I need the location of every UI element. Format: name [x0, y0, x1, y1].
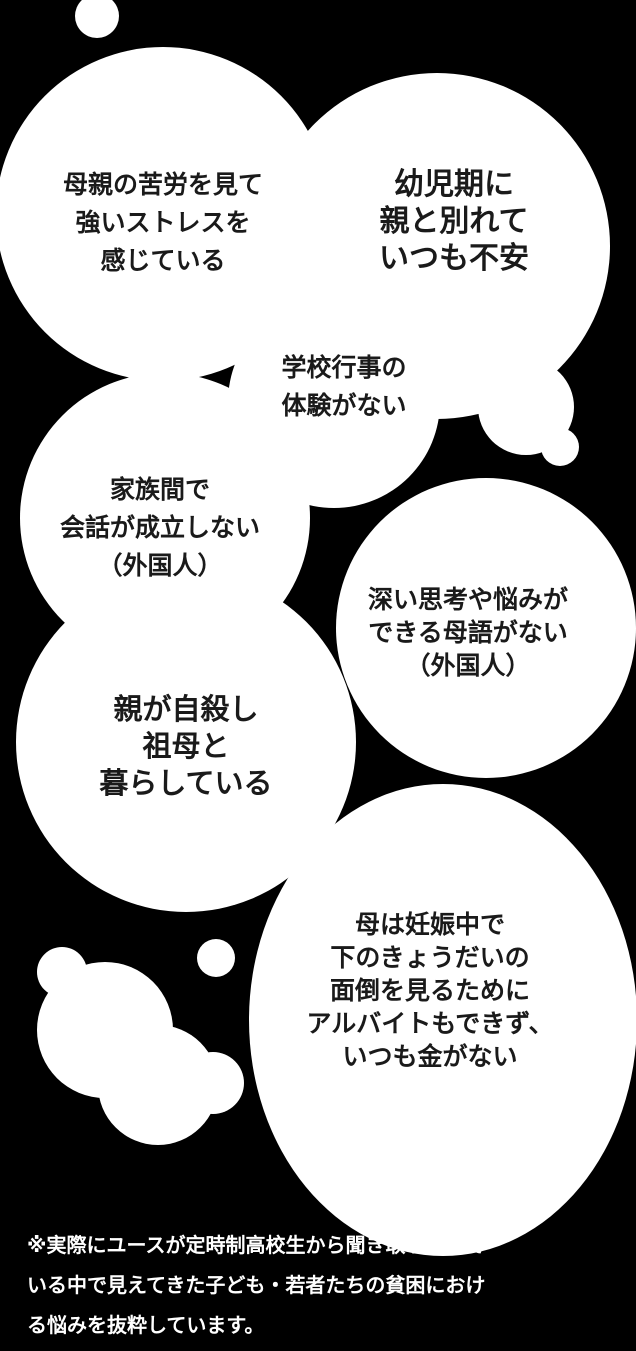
text-line: 面倒を見るために: [329, 976, 530, 1005]
bubble-suicide: [16, 572, 356, 912]
text-line: 学校行事の: [281, 353, 407, 382]
bubble-mother-tongue: [336, 478, 636, 778]
text-line: 母親の苦労を見て: [62, 170, 263, 199]
text-line: 深い思考や悩みが: [367, 585, 568, 614]
small-dot-bubble-top: [75, 0, 119, 38]
text-line: 感じている: [100, 246, 226, 275]
text-line: 母は妊娠中で: [354, 910, 505, 939]
text-line: 会話が成立しない: [59, 513, 260, 542]
bubble-suicide-text: 親が自殺し 祖母と 暮らしている: [46, 691, 326, 802]
bump-circle-small: [541, 428, 579, 466]
bubble-stress-text: 母親の苦労を見て 強いストレスを 感じている: [23, 166, 303, 280]
text-line: できる母語がない: [368, 618, 568, 647]
bubble-pregnant: [249, 784, 636, 1256]
text-line: 体験がない: [281, 391, 407, 420]
text-line: 家族間で: [109, 475, 210, 504]
bubble-school-events-text: 学校行事の 体験がない: [234, 349, 454, 425]
text-line: いつも不安: [379, 241, 529, 276]
text-line: アルバイトもできず、: [306, 1009, 554, 1038]
footnote-caption: ※実際にユースが定時制高校生から聞き取りをして いる中で見えてきた子ども・若者た…: [27, 1225, 617, 1345]
text-line: （外国人）: [97, 551, 223, 580]
caption-line: ※実際にユースが定時制高校生から聞き取りをして: [27, 1233, 485, 1257]
text-line: 親が自殺し: [113, 692, 259, 726]
text-line: 強いストレスを: [75, 208, 251, 237]
text-line: 祖母と: [142, 729, 230, 763]
caption-line: いる中で見えてきた子ども・若者たちの貧困におけ: [27, 1273, 486, 1297]
text-line: 下のきょうだいの: [330, 943, 530, 972]
bubble-separation-text: 幼児期に 親と別れて いつも不安: [304, 166, 604, 277]
small-dot-bubble-middle: [197, 939, 235, 977]
bubble-mother-tongue-text: 深い思考や悩みが できる母語がない （外国人）: [318, 583, 618, 682]
text-line: 親と別れて: [379, 204, 529, 239]
bubble-family-talk-text: 家族間で 会話が成立しない （外国人）: [20, 471, 300, 585]
text-line: いつも金がない: [342, 1042, 518, 1071]
caption-line: る悩みを抜粋しています。: [27, 1313, 265, 1337]
text-line: （外国人）: [405, 651, 531, 680]
text-line: 幼児期に: [394, 167, 514, 202]
thought-cloud-blob-right: [182, 1052, 244, 1114]
bubble-pregnant-text: 母は妊娠中で 下のきょうだいの 面倒を見るために アルバイトもできず、 いつも金…: [270, 908, 590, 1073]
text-line: 暮らしている: [99, 766, 273, 800]
